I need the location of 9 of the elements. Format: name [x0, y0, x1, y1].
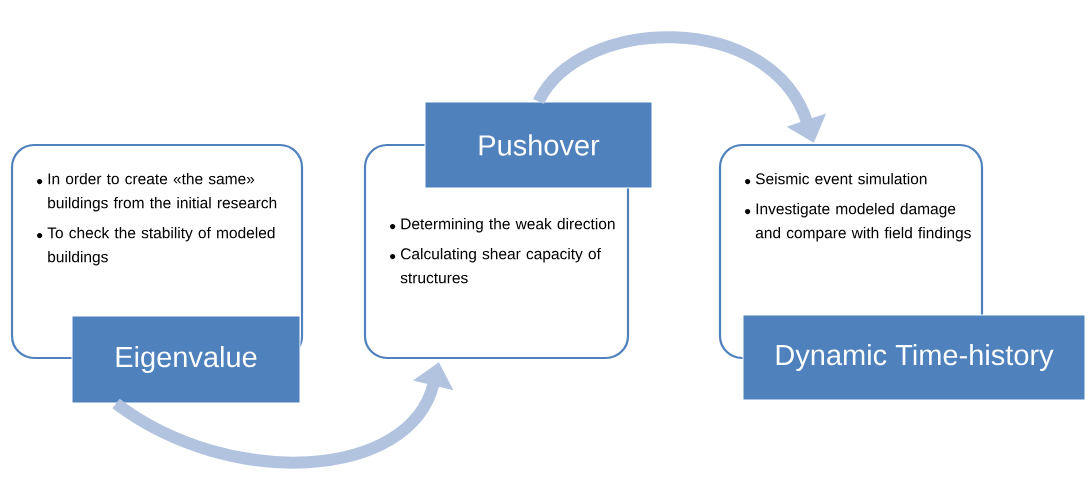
- bullet-text: Determining the weak direction: [390, 217, 615, 233]
- bullet-text: Investigate modeled damage and compare with field findings: [745, 202, 971, 242]
- label-box: Eigenvalue: [71, 315, 301, 404]
- label-box: Pushover: [424, 101, 653, 189]
- label-box: Dynamic Time-history: [742, 314, 1086, 401]
- bullet-text: Calculating shear capacity of structures: [390, 247, 601, 284]
- bullet-text: In order to create «the same» buildings from the initial research: [37, 172, 277, 212]
- bullet-text: Seismic event simulation: [745, 172, 927, 185]
- bullet-text: To check the stability of modeled buildings: [37, 226, 275, 266]
